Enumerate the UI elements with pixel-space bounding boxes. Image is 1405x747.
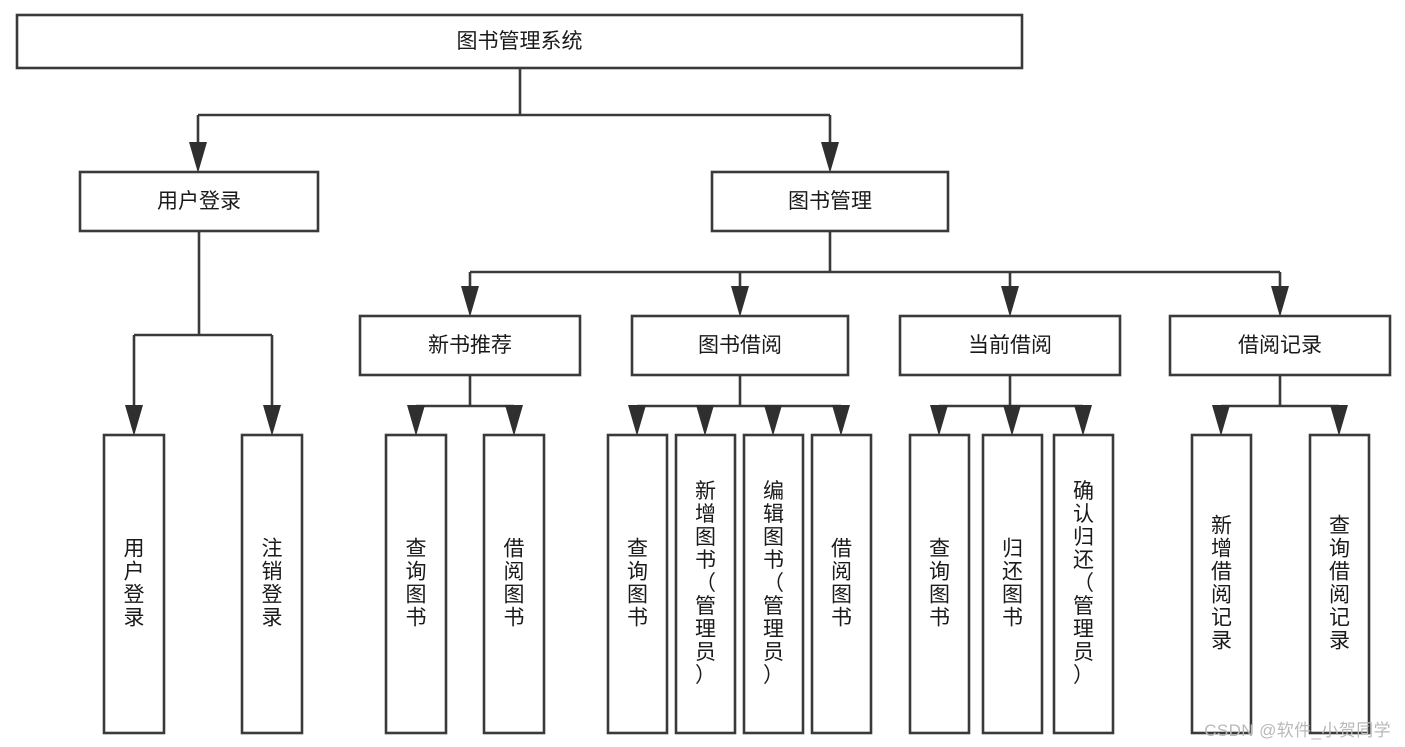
connector-borrow-record-to-leaves [1212, 375, 1348, 436]
arrowhead-icon [821, 142, 839, 173]
node-leaf-user-login[interactable]: 用户登录 [102, 433, 166, 735]
node-label-leaf-borrow-book: 借阅图书 [831, 537, 852, 629]
connector-book-borrow-to-leaves [628, 375, 850, 436]
arrowhead-icon [1212, 405, 1230, 436]
node-label-leaf-query-book-current: 查询图书 [929, 537, 950, 629]
node-root[interactable]: 图书管理系统 [15, 13, 1024, 70]
arrowhead-icon [263, 405, 281, 436]
node-book-borrow[interactable]: 图书借阅 [630, 314, 850, 377]
node-label-current-borrow: 当前借阅 [968, 334, 1052, 357]
node-box-leaf-add-borrow-record[interactable] [1190, 433, 1253, 735]
node-leaf-logout-login[interactable]: 注销登录 [240, 433, 304, 735]
node-box-leaf-return-book[interactable] [981, 433, 1044, 735]
arrowhead-icon [461, 286, 479, 317]
connector-root-to-level1 [189, 68, 839, 173]
arrowhead-icon [189, 142, 207, 173]
node-label-leaf-add-borrow-record: 新增借阅记录 [1211, 514, 1232, 652]
arrowhead-icon [1001, 286, 1019, 317]
arrowhead-icon [832, 405, 850, 436]
node-leaf-query-book-recommend[interactable]: 查询图书 [384, 433, 448, 735]
node-leaf-edit-book-admin[interactable]: 编辑图书（管理员） [742, 433, 805, 735]
node-label-leaf-return-book: 归还图书 [1002, 537, 1023, 629]
node-label-leaf-confirm-return-admin: 确认归还（管理员） [1073, 480, 1094, 687]
connector-new-book-recommend-to-leaves [407, 375, 523, 436]
node-box-user-login[interactable] [78, 170, 320, 233]
node-box-leaf-edit-book-admin[interactable] [742, 433, 805, 735]
arrowhead-icon [1330, 405, 1348, 436]
node-current-borrow[interactable]: 当前借阅 [898, 314, 1122, 377]
node-box-leaf-borrow-book-recommend[interactable] [482, 433, 546, 735]
node-label-leaf-logout-login: 注销登录 [262, 537, 283, 629]
connector-book-management-to-level2 [461, 231, 1289, 317]
node-label-book-management: 图书管理 [788, 190, 872, 213]
node-leaf-return-book[interactable]: 归还图书 [981, 433, 1044, 735]
arrowhead-icon [407, 405, 425, 436]
node-label-borrow-record: 借阅记录 [1238, 334, 1322, 357]
node-leaf-query-borrow-record[interactable]: 查询借阅记录 [1308, 433, 1371, 735]
node-label-leaf-query-borrow-record: 查询借阅记录 [1329, 514, 1350, 652]
node-box-leaf-query-borrow-record[interactable] [1308, 433, 1371, 735]
node-leaf-borrow-book-recommend[interactable]: 借阅图书 [482, 433, 546, 735]
node-box-leaf-user-login[interactable] [102, 433, 166, 735]
node-box-borrow-record[interactable] [1168, 314, 1392, 377]
arrowhead-icon [505, 405, 523, 436]
node-leaf-query-book-current[interactable]: 查询图书 [908, 433, 971, 735]
arrowhead-icon [930, 405, 948, 436]
node-label-leaf-borrow-book-recommend: 借阅图书 [504, 537, 525, 629]
node-label-new-book-recommend: 新书推荐 [428, 334, 512, 357]
node-box-leaf-add-book-admin[interactable] [674, 433, 737, 735]
node-label-leaf-add-book-admin: 新增图书（管理员） [695, 480, 716, 687]
node-box-new-book-recommend[interactable] [358, 314, 582, 377]
node-box-leaf-confirm-return-admin[interactable] [1052, 433, 1115, 735]
node-box-leaf-borrow-book[interactable] [810, 433, 873, 735]
node-label-root: 图书管理系统 [457, 30, 583, 53]
arrowhead-icon [731, 286, 749, 317]
connector-layer [125, 68, 1348, 436]
arrowhead-icon [696, 405, 714, 436]
node-leaf-add-book-admin[interactable]: 新增图书（管理员） [674, 433, 737, 735]
node-label-leaf-user-login: 用户登录 [124, 537, 145, 629]
node-leaf-add-borrow-record[interactable]: 新增借阅记录 [1190, 433, 1253, 735]
arrowhead-icon [764, 405, 782, 436]
node-box-leaf-logout-login[interactable] [240, 433, 304, 735]
arrowhead-icon [125, 405, 143, 436]
connector-current-borrow-to-leaves [930, 375, 1092, 436]
node-user-login[interactable]: 用户登录 [78, 170, 320, 233]
node-book-management[interactable]: 图书管理 [710, 170, 950, 233]
arrowhead-icon [1074, 405, 1092, 436]
node-layer: 图书管理系统用户登录图书管理新书推荐图书借阅当前借阅借阅记录用户登录注销登录查询… [15, 13, 1392, 735]
node-leaf-confirm-return-admin[interactable]: 确认归还（管理员） [1052, 433, 1115, 735]
node-box-book-borrow[interactable] [630, 314, 850, 377]
node-label-user-login: 用户登录 [157, 190, 241, 213]
arrowhead-icon [628, 405, 646, 436]
node-box-leaf-query-book-recommend[interactable] [384, 433, 448, 735]
node-label-book-borrow: 图书借阅 [698, 334, 782, 357]
node-box-current-borrow[interactable] [898, 314, 1122, 377]
node-label-leaf-query-book-borrow: 查询图书 [627, 537, 648, 629]
node-leaf-borrow-book[interactable]: 借阅图书 [810, 433, 873, 735]
node-label-leaf-edit-book-admin: 编辑图书（管理员） [763, 480, 784, 687]
arrowhead-icon [1271, 286, 1289, 317]
node-box-leaf-query-book-borrow[interactable] [606, 433, 669, 735]
node-box-root[interactable] [15, 13, 1024, 70]
connector-user-login-to-leaves [125, 231, 281, 436]
node-new-book-recommend[interactable]: 新书推荐 [358, 314, 582, 377]
node-leaf-query-book-borrow[interactable]: 查询图书 [606, 433, 669, 735]
node-box-book-management[interactable] [710, 170, 950, 233]
arrowhead-icon [1003, 405, 1021, 436]
node-borrow-record[interactable]: 借阅记录 [1168, 314, 1392, 377]
node-box-leaf-query-book-current[interactable] [908, 433, 971, 735]
node-label-leaf-query-book-recommend: 查询图书 [406, 537, 427, 629]
